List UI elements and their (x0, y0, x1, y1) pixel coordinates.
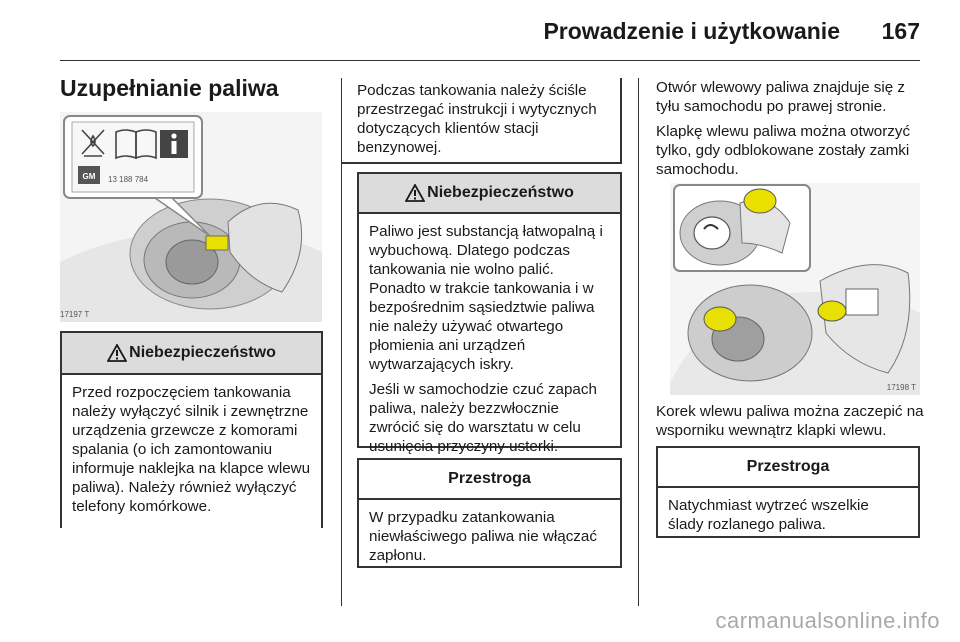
right-paragraph-1: Otwór wlewowy paliwa znajduje się z tyłu… (656, 79, 906, 115)
fuel-cap-yellow-bottom (703, 306, 737, 332)
caution-body-middle: W przypadku zatankowania niewłaściwego p… (359, 500, 620, 565)
fuel-cap-drawing: 17198 T (670, 183, 920, 395)
watermark: carmanualsonline.info (715, 608, 940, 633)
fuel-cap-yellow-top (743, 188, 777, 214)
no-fire-icon (81, 129, 105, 157)
warning-box-middle-header: Niebezpieczeństwo (359, 174, 620, 214)
caution-heading-right: Przestroga (746, 458, 830, 475)
intro-instruction-box: Podczas tankowania należy ściśle przestr… (341, 78, 622, 164)
fuel-cap-illustration: 17198 T (670, 183, 920, 395)
page-header: Prowadzenie i użytkowanie 167 (0, 0, 960, 62)
warning-heading-middle: Niebezpieczeństwo (427, 184, 574, 201)
info-icon (160, 130, 188, 158)
gm-logo-text: GM (83, 172, 96, 181)
right-paragraph-3: Korek wlewu paliwa można zaczepić na wsp… (656, 403, 924, 439)
caution-text-middle: W przypadku zatankowania niewłaściwego p… (369, 509, 597, 564)
manual-book-icon (115, 129, 157, 160)
figure-code-left: 17197 T (60, 310, 89, 319)
fuel-filler-flap-illustration: GM 13 188 784 17197 T (60, 112, 322, 322)
sticker-code: 13 188 784 (108, 175, 149, 184)
gm-logo (78, 166, 100, 184)
warning-heading-left: Niebezpieczeństwo (129, 344, 276, 361)
header-title: Prowadzenie i użytkowanie (543, 18, 840, 44)
right-paragraph-2: Klapkę wlewu paliwa można otworzyć tylko… (656, 123, 911, 178)
warning-box-left: Niebezpieczeństwo Przed rozpoczęciem tan… (60, 331, 323, 528)
caution-body-right: Natychmiast wytrzeć wszelkie ślady rozla… (658, 488, 918, 534)
warning-triangle-icon (405, 184, 426, 202)
warning-text-middle-2: Jeśli w samochodzie czuć zapach paliwa, … (369, 381, 597, 455)
caution-box-middle-header: Przestroga (359, 460, 620, 500)
column-divider-1 (341, 78, 342, 606)
header-rule (60, 60, 920, 61)
warning-body-left: Przed rozpoczęciem tankowania należy wył… (62, 375, 321, 516)
warning-text-middle-1: Paliwo jest substancją łatwopalną i wybu… (369, 223, 603, 373)
warning-sticker (205, 235, 229, 251)
caution-box-right-header: Przestroga (658, 448, 918, 488)
warning-box-middle: Niebezpieczeństwo Paliwo jest substancją… (357, 172, 622, 455)
right-intro-text: Otwór wlewowy paliwa znajduje się z tyłu… (656, 78, 924, 185)
warning-triangle-icon (107, 344, 128, 362)
caution-box-middle: Przestroga W przypadku zatankowania niew… (357, 458, 622, 568)
fuel-cap-hanging (817, 300, 847, 322)
fuel-flap-drawing: GM 13 188 784 17197 T (60, 112, 322, 322)
caution-heading-middle: Przestroga (448, 470, 531, 487)
page-number: 167 (881, 18, 920, 44)
warning-box-left-header: Niebezpieczeństwo (62, 333, 321, 375)
figure-code-right: 17198 T (887, 383, 916, 392)
right-cap-text: Korek wlewu paliwa można zaczepić na wsp… (656, 402, 924, 446)
warning-body-middle: Paliwo jest substancją łatwopalną i wybu… (359, 214, 620, 456)
column-divider-2 (638, 78, 639, 606)
section-title: Uzupełnianie paliwa (60, 75, 279, 101)
intro-instruction-body: Podczas tankowania należy ściśle przestr… (341, 78, 620, 157)
caution-text-right: Natychmiast wytrzeć wszelkie ślady rozla… (668, 497, 869, 533)
warning-text-left: Przed rozpoczęciem tankowania należy wył… (72, 384, 311, 515)
caution-box-right: Przestroga Natychmiast wytrzeć wszelkie … (656, 446, 920, 538)
intro-instruction-text: Podczas tankowania należy ściśle przestr… (357, 82, 597, 156)
